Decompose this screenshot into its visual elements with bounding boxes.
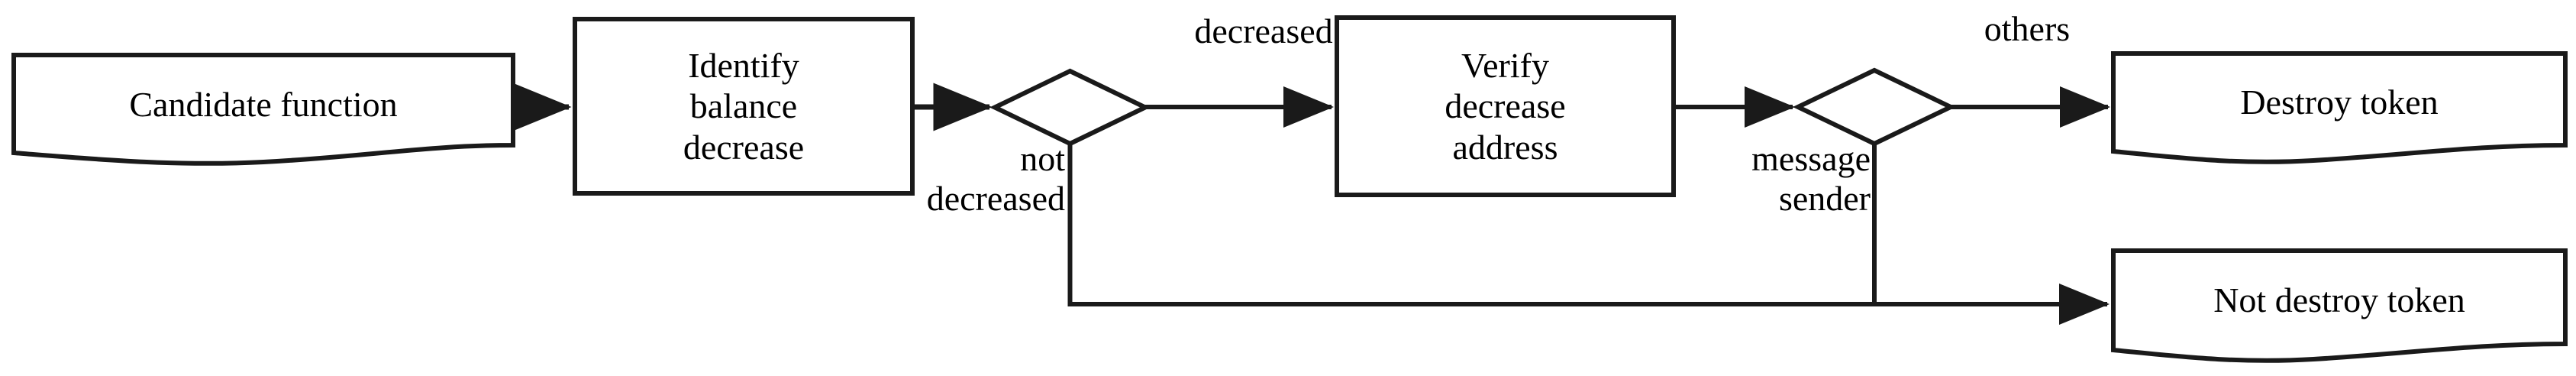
- edge-label-others: others: [1984, 9, 2071, 48]
- edge-label-not-decreased: not decreased: [926, 139, 1065, 218]
- edge-label-message-sender: message sender: [1751, 139, 1871, 218]
- edge-label-decreased: decreased: [1194, 11, 1333, 50]
- node-shape-decision-balance-decreased[interactable]: [989, 68, 1151, 147]
- node-shape-candidate-function[interactable]: [11, 53, 515, 166]
- edge-decision1-not-decreased: [1067, 144, 2110, 325]
- node-shape-verify-decrease-address[interactable]: [1335, 15, 1676, 197]
- node-shape-identify-balance-decrease[interactable]: [573, 17, 915, 196]
- node-shape-decision-address-type[interactable]: [1793, 67, 1956, 147]
- node-shape-destroy-token[interactable]: [2111, 51, 2568, 164]
- node-shape-not-destroy-token[interactable]: [2111, 248, 2568, 363]
